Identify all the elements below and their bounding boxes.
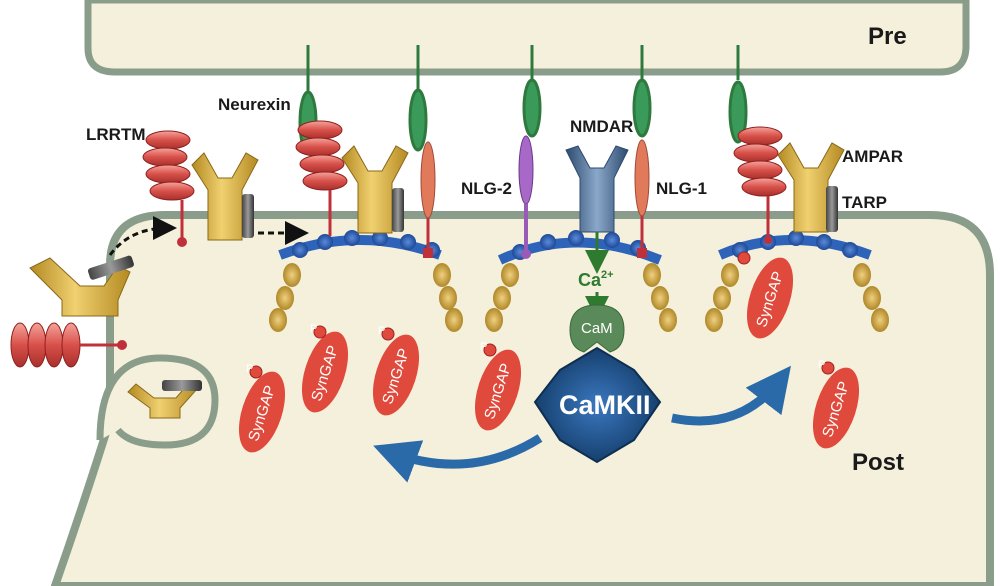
svg-text:CaMKII: CaMKII bbox=[559, 390, 651, 420]
presynaptic-terminal bbox=[84, 0, 970, 76]
svg-text:P: P bbox=[246, 363, 253, 375]
lrrtm-internal bbox=[10, 322, 127, 368]
syngap-4: SynGAP bbox=[474, 349, 522, 431]
svg-text:P: P bbox=[480, 341, 487, 353]
ampar-free bbox=[191, 152, 259, 241]
camkii-holoenzyme: CaMKII bbox=[533, 346, 662, 464]
syngap-1: SynGAP bbox=[238, 371, 286, 453]
nlg2-protein bbox=[518, 135, 534, 259]
pre-label: Pre bbox=[868, 23, 907, 50]
neurexin-label: Neurexin bbox=[218, 95, 291, 114]
tarp-label: TARP bbox=[842, 193, 887, 212]
complex-1 bbox=[295, 120, 436, 258]
syngap-6: SynGAP bbox=[812, 367, 860, 449]
nlg1-label: NLG-1 bbox=[656, 179, 707, 198]
calmodulin: CaM bbox=[569, 304, 625, 353]
syngap-3: SynGAP bbox=[372, 334, 420, 416]
ca-label: Ca2+ bbox=[578, 269, 614, 290]
svg-text:CaM: CaM bbox=[581, 320, 613, 337]
post-label: Post bbox=[852, 449, 904, 476]
lrrtm-label: LRRTM bbox=[86, 125, 145, 144]
exocytosis-arrow bbox=[108, 216, 177, 256]
svg-text:P: P bbox=[310, 323, 317, 335]
nlg2-label: NLG-2 bbox=[461, 179, 512, 198]
camkii-arrow-left bbox=[373, 434, 543, 483]
syngap-group: SynGAP SynGAP SynGAP SynGAP SynGAP SynGA… bbox=[238, 251, 860, 453]
camkii-arrow-right bbox=[671, 365, 791, 426]
lrrtm-free bbox=[142, 130, 195, 247]
ampar-endosome bbox=[127, 380, 202, 419]
nmdar-label: NMDAR bbox=[570, 117, 633, 136]
syngap-5: SynGAP bbox=[746, 257, 794, 339]
ampar-vesicle bbox=[29, 255, 134, 317]
syngap-2: SynGAP bbox=[301, 331, 349, 413]
nlg1-protein bbox=[634, 139, 650, 258]
complex-2 bbox=[733, 126, 845, 244]
svg-text:P: P bbox=[378, 325, 385, 337]
ampar-label: AMPAR bbox=[842, 147, 903, 166]
svg-text:P: P bbox=[818, 359, 825, 371]
neurexin-group bbox=[298, 45, 748, 154]
nmdar-receptor bbox=[565, 145, 629, 233]
